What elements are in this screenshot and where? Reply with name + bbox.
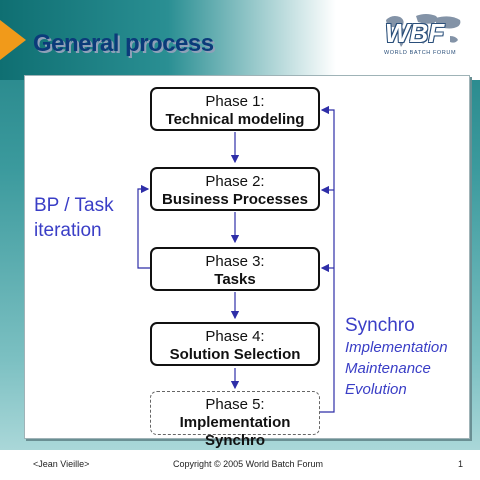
synchro-heading: Synchro (345, 315, 415, 336)
world-map-icon (378, 6, 468, 66)
phase-2-number: Phase 2: (205, 173, 265, 190)
phase-4-box: Phase 4: Solution Selection (150, 322, 320, 366)
phase-1-number: Phase 1: (205, 93, 265, 110)
bp-task-label-line2: iteration (34, 220, 102, 241)
phase-5-number: Phase 5: (205, 396, 265, 413)
synchro-item-implementation: Implementation (345, 339, 448, 356)
phase-2-name: Business Processes (162, 191, 308, 208)
phase-3-number: Phase 3: (205, 253, 265, 270)
synchro-item-evolution: Evolution (345, 381, 407, 398)
synchro-item-maintenance: Maintenance (345, 360, 431, 377)
footer-copyright: Copyright © 2005 World Batch Forum (173, 459, 324, 469)
phase-5-box: Phase 5: Implementation Synchro (150, 391, 320, 449)
phase-4-name: Solution Selection (169, 346, 301, 363)
synchro-label: Synchro Implementation Maintenance Evolu… (345, 315, 448, 400)
logo-wordmark: WBF (385, 18, 445, 48)
orange-triangle-marker (0, 20, 26, 60)
phase-4-number: Phase 4: (205, 328, 265, 345)
logo-subtitle: WORLD BATCH FORUM (384, 50, 457, 56)
synchro-feedback-line (320, 105, 335, 413)
bp-task-iteration-label: BP / Task iteration (34, 193, 114, 243)
phase-3-name: Tasks (214, 271, 256, 288)
phase-1-name: Technical modeling (165, 111, 305, 128)
phase-5-name: Implementation Synchro (179, 414, 291, 449)
slide-title: General process (33, 30, 214, 57)
phase-1-box: Phase 1: Technical modeling (150, 87, 320, 131)
bp-task-iteration-loop (137, 184, 150, 269)
footer-page-number: 1 (458, 459, 464, 469)
phase-3-box: Phase 3: Tasks (150, 247, 320, 291)
footer-band (0, 450, 480, 480)
phase-2-box: Phase 2: Business Processes (150, 167, 320, 211)
footer-author: <Jean Vieille> (33, 459, 90, 469)
bp-task-label-line1: BP / Task (34, 195, 114, 216)
